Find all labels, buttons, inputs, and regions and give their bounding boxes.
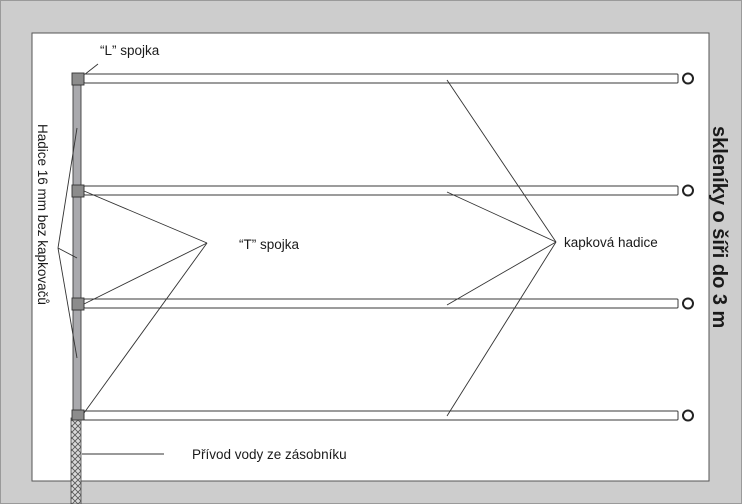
t-connector-2 [71, 297, 85, 311]
drip-hose-leaders [446, 79, 557, 417]
l-connector-label: “L” spojka [100, 43, 160, 58]
drip-hose-1 [83, 72, 694, 85]
water-supply-label: Přívod vody ze zásobníku [192, 447, 347, 462]
t-connector-1 [71, 184, 85, 198]
drip-hose-label: kapková hadice [564, 235, 658, 250]
l-connector [71, 63, 99, 86]
t-connector-leaders [83, 190, 208, 414]
drip-hose-3 [83, 297, 694, 310]
water-supply-hose [70, 417, 82, 504]
main-hose-segment-2 [72, 196, 82, 300]
t-connector-label: “T” spojka [239, 237, 300, 252]
drip-hose-2 [83, 184, 694, 197]
inner-panel [31, 32, 710, 482]
drip-hose-4 [83, 409, 694, 422]
main-hose-segment-1 [72, 84, 82, 187]
greenhouse-width-label: skleníky o šíři do 3 m [708, 126, 730, 328]
main-hose-segment-3 [72, 309, 82, 412]
main-hose-leaders [57, 127, 78, 359]
main-hose-label: Hadice 16 mm bez kapkovačů [35, 124, 50, 305]
t-connector-3 [71, 409, 85, 421]
